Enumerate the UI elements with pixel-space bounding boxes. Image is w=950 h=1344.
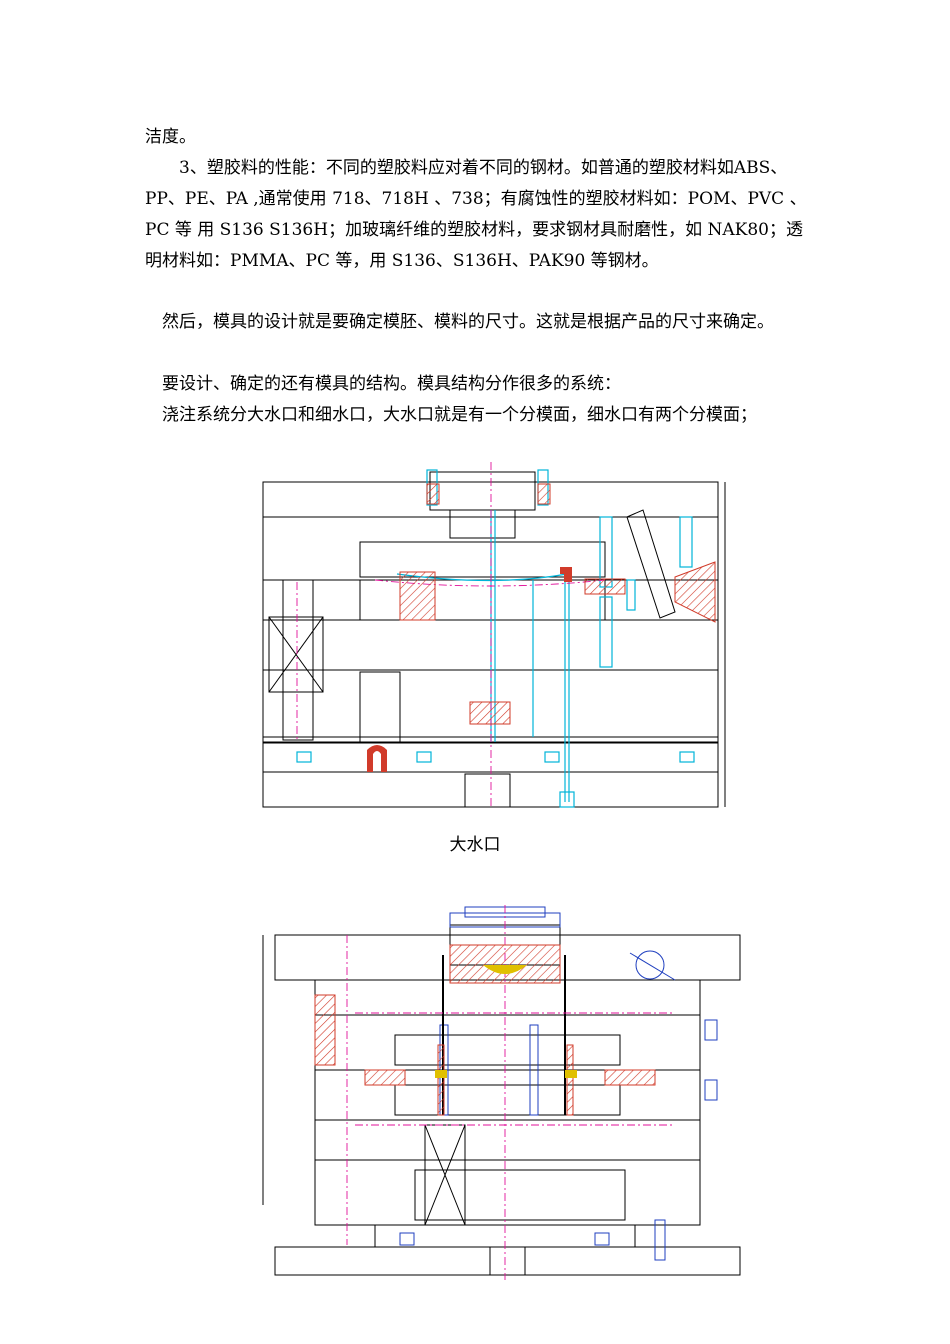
paragraph-2: 3、塑胶料的性能：不同的塑胶料应对着不同的钢材。如普通的塑胶材料如ABS、PP、… bbox=[145, 158, 807, 271]
paragraph-1: 洁度。 bbox=[145, 127, 196, 147]
mold-drawing-large-gate bbox=[262, 462, 726, 808]
paragraph-4: 要设计、确定的还有模具的结构。模具结构分作很多的系统： bbox=[162, 374, 621, 394]
paragraph-3: 然后，模具的设计就是要确定模胚、模料的尺寸。这就是根据产品的尺寸来确定。 bbox=[162, 312, 774, 332]
figure-caption-large-gate: 大水口 bbox=[449, 835, 501, 855]
paragraph-5: 浇注系统分大水口和细水口，大水口就是有一个分模面，细水口有两个分模面； bbox=[162, 405, 757, 425]
mold-drawing-small-gate bbox=[262, 905, 741, 1280]
